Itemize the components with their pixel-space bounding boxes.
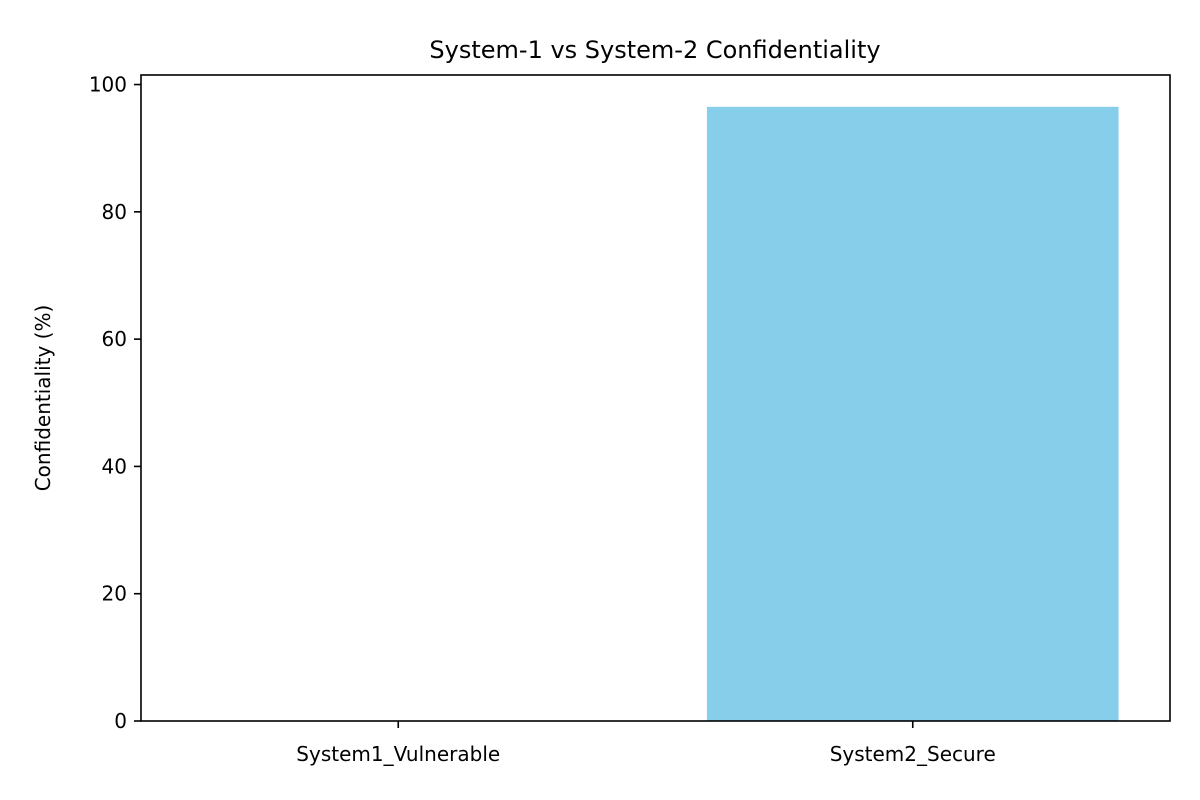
bars-group bbox=[706, 106, 1119, 722]
x-tick-label: System2_Secure bbox=[830, 742, 996, 766]
y-tick-label: 80 bbox=[102, 200, 127, 224]
y-ticks-group: 0 20 40 60 80 100 bbox=[89, 73, 141, 733]
y-tick-label: 60 bbox=[102, 327, 127, 351]
x-ticks-group: System1_Vulnerable System2_Secure bbox=[296, 721, 996, 766]
chart-title: System-1 vs System-2 Confidentiality bbox=[429, 36, 880, 64]
y-axis-label: Confidentiality (%) bbox=[31, 305, 55, 492]
y-tick-label: 0 bbox=[114, 709, 127, 733]
x-tick-label: System1_Vulnerable bbox=[296, 742, 500, 766]
bar-system2-secure bbox=[706, 106, 1119, 722]
plot-frame bbox=[140, 74, 1171, 722]
y-tick-label: 100 bbox=[89, 73, 127, 97]
y-tick-label: 20 bbox=[102, 582, 127, 606]
y-tick-label: 40 bbox=[102, 454, 127, 478]
